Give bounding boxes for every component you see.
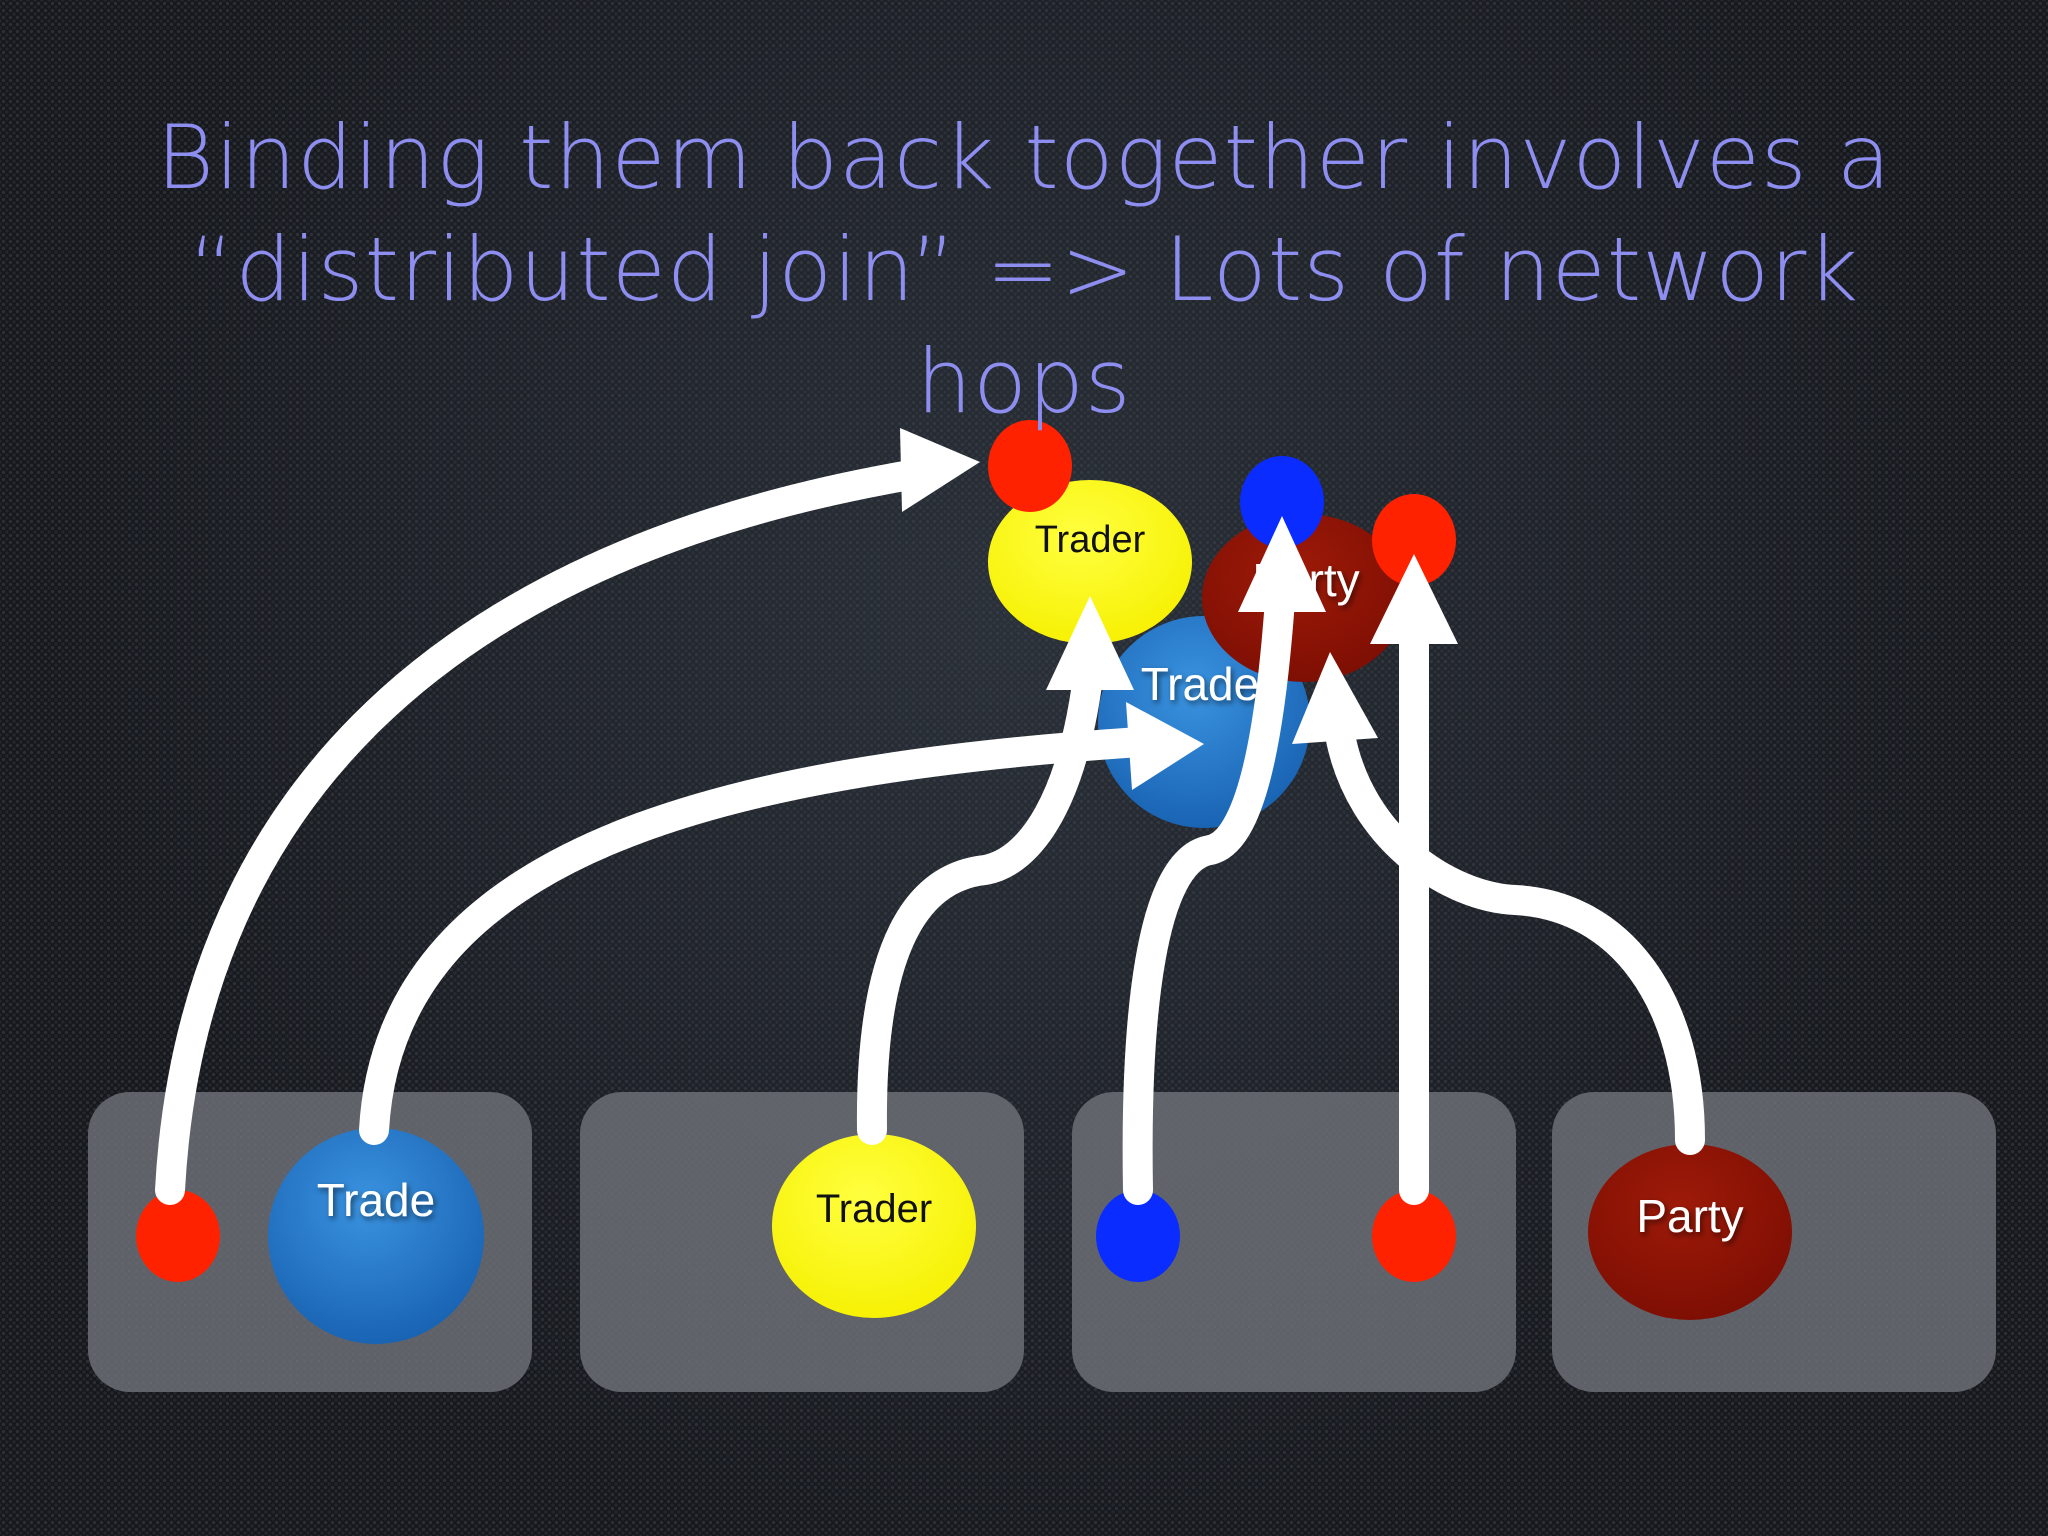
trader-node-joined-label: Trader bbox=[1035, 519, 1146, 561]
red-dot-joined-1 bbox=[988, 420, 1072, 512]
trader-node-source bbox=[772, 1134, 976, 1318]
slide-title-line-3: hops bbox=[916, 330, 1132, 433]
slide-title-line-1: Binding them back together involves a bbox=[156, 106, 1892, 209]
arrowhead-blue-dot bbox=[1238, 516, 1326, 612]
red-dot-source-2 bbox=[1372, 1190, 1456, 1282]
trader-node-source-label: Trader bbox=[816, 1187, 932, 1231]
arrowhead-red-dot-2 bbox=[1370, 554, 1458, 644]
trade-node-joined-label: Trade bbox=[1141, 658, 1259, 710]
trade-node-source-label: Trade bbox=[317, 1174, 435, 1226]
hop-arrow-blue-dot bbox=[1122, 585, 1295, 1205]
party-node-source bbox=[1588, 1144, 1792, 1320]
arrowhead-trade bbox=[1126, 702, 1204, 790]
trade-node-source bbox=[268, 1128, 484, 1344]
arrow-heads bbox=[900, 428, 1458, 790]
hop-arrow-trade bbox=[359, 727, 1155, 1145]
arrowhead-red-dot-1 bbox=[900, 428, 980, 512]
hop-arrow-trader bbox=[856, 645, 1105, 1145]
trader-node-joined bbox=[988, 480, 1192, 644]
red-dot-joined-2 bbox=[1372, 494, 1456, 586]
red-dot-source-1 bbox=[136, 1190, 220, 1282]
arrowhead-trader bbox=[1046, 596, 1134, 690]
slide-title: Binding them back together involves a “d… bbox=[74, 102, 1974, 438]
hop-arrow-red-dot-1 bbox=[155, 460, 925, 1205]
hop-arrow-party bbox=[1325, 720, 1705, 1155]
arrowhead-party bbox=[1292, 652, 1378, 744]
slide-title-line-2: “distributed join” => Lots of network bbox=[188, 218, 1860, 321]
network-hop-arrows bbox=[155, 460, 1705, 1205]
blue-dot-joined bbox=[1240, 456, 1324, 548]
party-node-source-label: Party bbox=[1636, 1190, 1743, 1242]
blue-dot-source bbox=[1096, 1190, 1180, 1282]
